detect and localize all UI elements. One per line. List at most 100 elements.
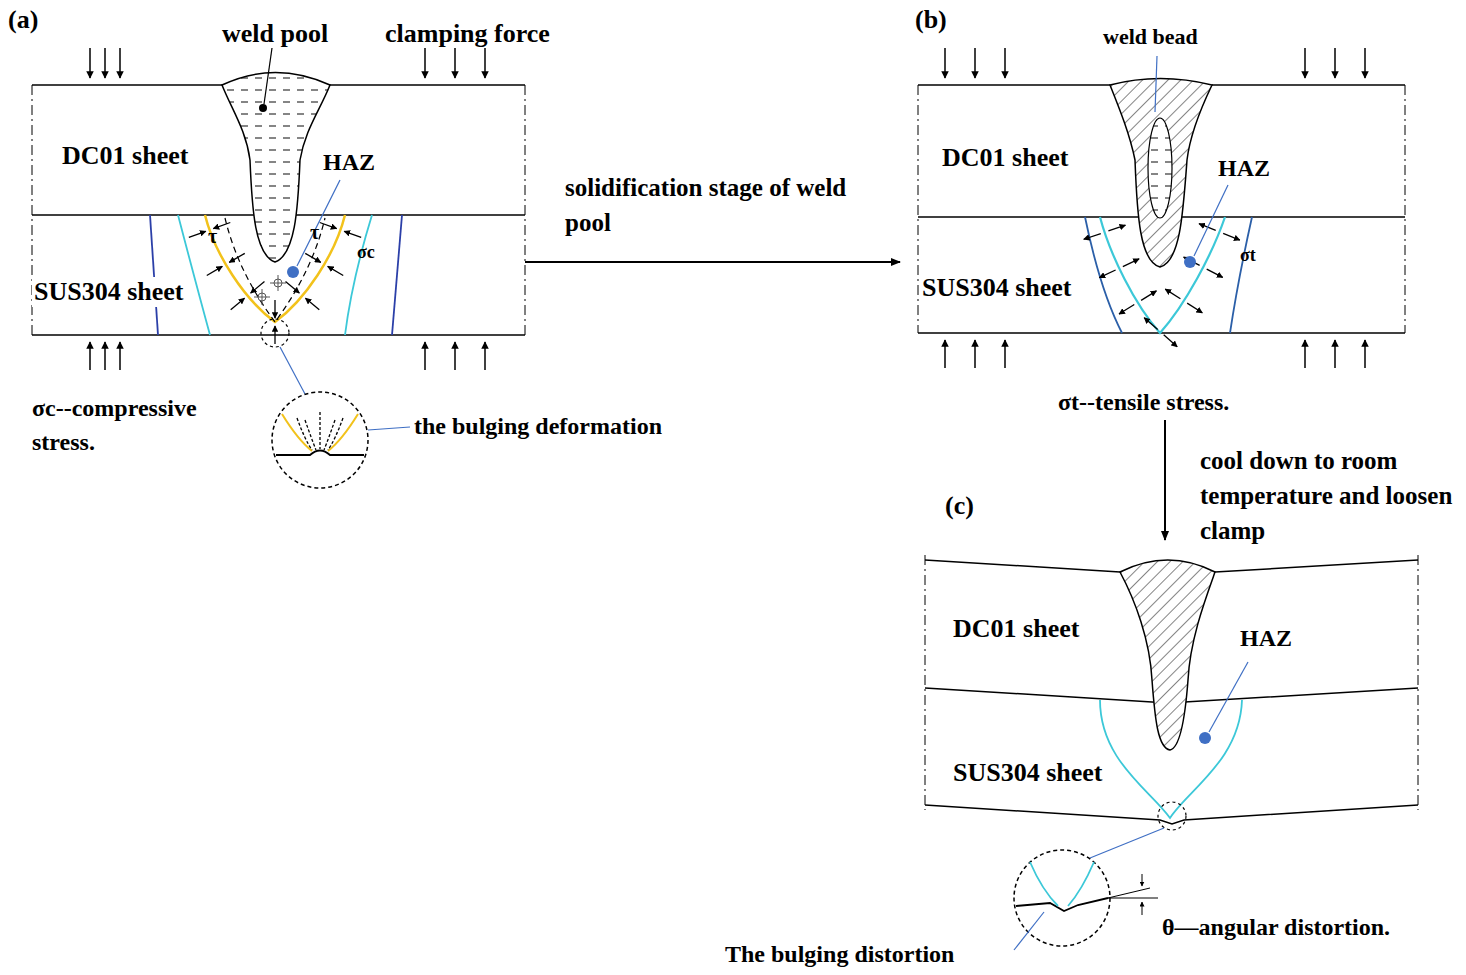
crosshair-symbols — [262, 289, 263, 305]
panel-a-sheets — [330, 84, 525, 86]
clamp-arrows-b — [945, 48, 1365, 368]
tensile-arrow — [1119, 305, 1134, 314]
sheet-region: DC01 sheet — [918, 85, 1405, 217]
panel-c-haz — [1209, 662, 1248, 732]
compressive-arrow — [189, 231, 206, 237]
tensile-arrow — [1144, 318, 1158, 330]
bulging-deformation-zoom — [276, 451, 364, 456]
process-arrows — [525, 261, 900, 263]
tensile-arrow — [1141, 291, 1156, 300]
tensile-arrow — [1223, 233, 1240, 240]
panel-b-sheets — [1405, 85, 1406, 333]
leaders-b — [1184, 256, 1196, 268]
clamp-arrows-b — [1304, 340, 1306, 368]
panel-b-sheets — [1212, 84, 1405, 86]
bulging-distortion-zoom — [1142, 902, 1143, 915]
panel-letter: (b) — [915, 2, 947, 38]
compressive-arrow — [274, 326, 275, 344]
sheet-region: SUS304 sheet — [918, 217, 1405, 333]
compressive-arrow — [229, 253, 245, 262]
compressive-stress-arrows — [189, 223, 361, 345]
panel-b-haz-lines — [1230, 217, 1252, 333]
clamp-arrows-a — [119, 342, 121, 370]
leaders-b — [1194, 185, 1228, 256]
bulging-deformation-zoom — [324, 420, 335, 450]
tensile-arrow — [1164, 335, 1178, 347]
clamp-arrows-a — [104, 48, 106, 78]
sheet-name: DC01 sheet — [940, 143, 1070, 173]
callout-text: The bulging distortion — [725, 938, 954, 972]
clamp-arrows-b — [944, 48, 946, 78]
panel-a-haz-lines — [178, 215, 210, 335]
clamp-arrows-b — [1304, 48, 1306, 78]
sheet-name: SUS304 sheet — [32, 277, 186, 307]
tensile-arrow — [1123, 259, 1139, 267]
panel-letter: (c) — [945, 488, 974, 524]
clamp-arrows-a — [454, 342, 456, 370]
sheet-region: DC01 sheet — [925, 566, 1418, 694]
sheet-name: SUS304 sheet — [951, 758, 1105, 788]
bulging-distortion-zoom — [1068, 862, 1094, 906]
clamp-arrows-b — [1004, 340, 1006, 368]
panel-c-sheets — [925, 555, 926, 810]
compressive-arrow — [344, 231, 361, 237]
part-label: weld bead — [1103, 22, 1198, 53]
weld-bead-c — [1120, 560, 1215, 750]
stress-symbol: σt — [1240, 243, 1256, 268]
tensile-arrow — [1108, 225, 1125, 231]
clamp-arrows-a — [89, 48, 91, 78]
compressive-arrow — [274, 300, 275, 318]
bulging-deformation-zoom — [319, 412, 320, 449]
leaders-a — [264, 48, 272, 104]
clamp-arrows-a — [424, 342, 426, 370]
tensile-arrow — [1084, 234, 1101, 240]
panel-a-sheets — [32, 334, 525, 336]
clamp-arrows-a — [119, 48, 121, 78]
clamp-arrows-b — [974, 340, 976, 368]
part-label: weld pool — [222, 16, 328, 52]
leaders-a — [272, 392, 368, 488]
process-label: cool down to room temperature and loosen… — [1200, 443, 1455, 548]
leaders-a — [280, 347, 305, 394]
sheet-region: DC01 sheet — [32, 85, 525, 215]
compressive-arrow — [231, 298, 245, 310]
panel-a-sheets — [32, 84, 222, 86]
sheet-region: SUS304 sheet — [925, 694, 1418, 812]
clamp-arrows-b — [1364, 340, 1366, 368]
panel-a-haz-lines — [392, 215, 402, 335]
leaders-a — [368, 427, 410, 430]
panel-c-sheets — [925, 560, 1120, 572]
tensile-stress-arrows — [1084, 224, 1240, 347]
sheet-name: SUS304 sheet — [920, 273, 1074, 303]
weld-pool — [222, 73, 330, 263]
weld-bead-b — [1148, 118, 1172, 218]
clamp-arrows-a — [89, 342, 91, 370]
note-text: σt--tensile stress. — [1058, 386, 1229, 420]
compressive-arrow — [305, 253, 321, 262]
panel-c-haz — [1199, 732, 1211, 744]
leaders-a — [297, 180, 340, 266]
clamp-arrows-b — [1334, 340, 1336, 368]
stress-symbol: σc — [357, 240, 375, 265]
bulging-distortion-zoom — [1142, 874, 1143, 886]
sheet-name: DC01 sheet — [951, 614, 1081, 644]
panel-letter: (a) — [8, 2, 38, 38]
panel-c-sheets — [1215, 560, 1418, 572]
bulging-deformation-zoom — [276, 412, 364, 455]
compressive-arrow — [305, 298, 319, 310]
leaders-b — [1155, 56, 1157, 112]
panel-c-haz — [1090, 828, 1164, 858]
callout-text: θ—angular distortion. — [1162, 911, 1390, 945]
clamp-arrows-a — [424, 48, 426, 78]
bulging-distortion-zoom — [1108, 888, 1150, 898]
panel-b-sheets — [918, 85, 1405, 333]
leaders-a — [259, 104, 267, 112]
panel-c-haz — [1014, 662, 1248, 946]
process-arrows — [1164, 420, 1166, 540]
clamp-arrows-b — [1364, 48, 1366, 78]
bulging-distortion-zoom — [1108, 898, 1150, 899]
clamp-arrows-b — [974, 48, 976, 78]
leaders-a — [261, 319, 289, 347]
clamp-arrows-a — [484, 48, 486, 78]
bulging-deformation-zoom — [328, 418, 343, 450]
